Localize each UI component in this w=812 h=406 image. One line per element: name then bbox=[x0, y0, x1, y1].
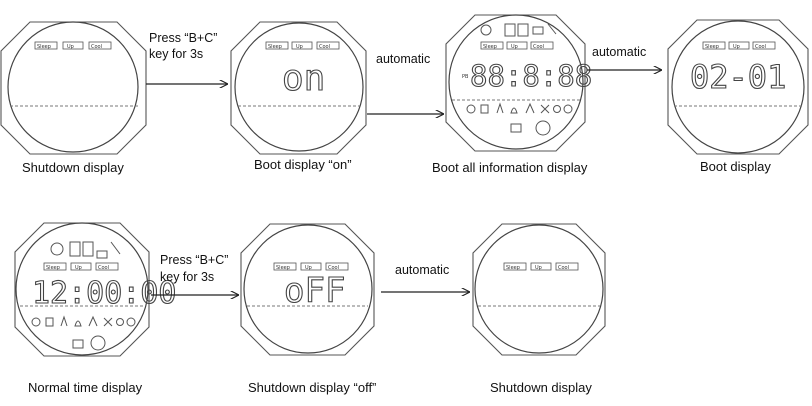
bluetooth-icon bbox=[480, 24, 492, 36]
icon-row-top bbox=[480, 23, 557, 37]
panel-shutdown-1: Sleep Up Cool bbox=[0, 21, 147, 155]
tag-cool: Cool bbox=[328, 265, 339, 271]
bluetooth-icon bbox=[50, 242, 64, 256]
icon-row-top bbox=[50, 241, 121, 259]
tag-up: Up bbox=[296, 44, 303, 50]
pb-label: PB bbox=[462, 74, 469, 80]
mode-tags: Sleep Up Cool bbox=[34, 41, 112, 50]
arrow-label-auto-1: automatic bbox=[376, 52, 430, 66]
valve-icon bbox=[103, 317, 113, 327]
panel-shutdown-off: Sleep Up Cool oFF bbox=[240, 223, 375, 356]
heater-icon bbox=[45, 317, 54, 327]
wrench-icon bbox=[547, 23, 557, 35]
fan-icon bbox=[466, 104, 476, 114]
tag-sleep: Sleep bbox=[276, 265, 290, 271]
panel-boot: Sleep Up Cool 02-01 bbox=[667, 19, 809, 155]
lcd-digits: 12:00:00 bbox=[32, 276, 177, 311]
tag-sleep: Sleep bbox=[483, 44, 497, 50]
tag-cool: Cool bbox=[755, 44, 766, 50]
arrow-label-press-1b: key for 3s bbox=[149, 47, 203, 61]
panel-boot-on: Sleep Up Cool on bbox=[230, 21, 367, 155]
tag-up: Up bbox=[305, 265, 312, 271]
lcd-digits: oFF bbox=[284, 271, 345, 311]
panel-boot-all: Sleep Up Cool PB 88:8:88 bbox=[445, 14, 593, 152]
figure-icon bbox=[525, 102, 535, 114]
wave-icon bbox=[90, 335, 106, 351]
digit-small-icon bbox=[517, 23, 529, 37]
caption-boot-all: Boot all information display bbox=[432, 160, 588, 175]
panel-normal-time: Sleep Up Cool 12:00:00 bbox=[14, 222, 177, 357]
tag-up: Up bbox=[733, 44, 740, 50]
tag-sleep: Sleep bbox=[705, 44, 719, 50]
bell-icon bbox=[553, 105, 561, 113]
figure-icon bbox=[88, 315, 98, 327]
tag-up: Up bbox=[75, 265, 82, 271]
arrow-label-press-2a: Press “B+C” bbox=[160, 253, 228, 267]
tag-cool: Cool bbox=[319, 44, 330, 50]
tag-sleep: Sleep bbox=[46, 265, 60, 271]
flame-icon bbox=[74, 320, 82, 327]
icon-row-bottom bbox=[31, 315, 136, 327]
heater-icon bbox=[480, 104, 489, 114]
tag-up: Up bbox=[67, 44, 74, 50]
caption-boot-on: Boot display “on” bbox=[254, 157, 352, 172]
lock-icon bbox=[510, 123, 522, 133]
person-icon bbox=[496, 102, 504, 114]
tag-up: Up bbox=[511, 44, 518, 50]
arrow-label-press-1a: Press “B+C” bbox=[149, 31, 217, 45]
tag-cool: Cool bbox=[533, 44, 544, 50]
lcd-digits: 88:8:88 bbox=[470, 59, 592, 93]
caption-boot: Boot display bbox=[700, 159, 771, 174]
mail-icon bbox=[96, 250, 108, 259]
lock-icon bbox=[72, 339, 84, 349]
lcd-digits: on bbox=[282, 58, 325, 99]
tag-up: Up bbox=[535, 265, 542, 271]
fan-icon bbox=[31, 317, 41, 327]
tag-cool: Cool bbox=[98, 265, 109, 271]
mail-icon bbox=[532, 26, 544, 35]
digit-small-icon bbox=[82, 241, 94, 257]
arrow-label-auto-3: automatic bbox=[395, 263, 449, 277]
caption-shutdown-2: Shutdown display bbox=[490, 380, 592, 395]
lcd-digits: 02-01 bbox=[690, 58, 786, 96]
tag-sleep: Sleep bbox=[268, 44, 282, 50]
arrow-label-press-2b: key for 3s bbox=[160, 270, 214, 284]
valve-icon bbox=[540, 104, 550, 114]
wrench-icon bbox=[110, 241, 121, 255]
wave-icon bbox=[535, 120, 551, 136]
info-icon bbox=[563, 104, 573, 114]
arrow-label-auto-2: automatic bbox=[592, 45, 646, 59]
bell-icon bbox=[116, 318, 124, 326]
person-icon bbox=[60, 315, 68, 327]
tag-cool: Cool bbox=[558, 265, 569, 271]
panel-shutdown-2: Sleep Up Cool bbox=[472, 223, 606, 356]
tag-sleep: Sleep bbox=[506, 265, 520, 271]
tag-cool: Cool bbox=[91, 44, 102, 50]
digit-small-icon bbox=[69, 241, 81, 257]
info-icon bbox=[126, 317, 136, 327]
icon-row-bottom bbox=[466, 102, 573, 114]
tag-sleep: Sleep bbox=[37, 44, 51, 50]
caption-normal-time: Normal time display bbox=[28, 380, 143, 395]
flame-icon bbox=[510, 107, 518, 114]
digit-small-icon bbox=[504, 23, 516, 37]
caption-shutdown-1: Shutdown display bbox=[22, 160, 124, 175]
caption-shutdown-off: Shutdown display “off” bbox=[248, 380, 376, 395]
